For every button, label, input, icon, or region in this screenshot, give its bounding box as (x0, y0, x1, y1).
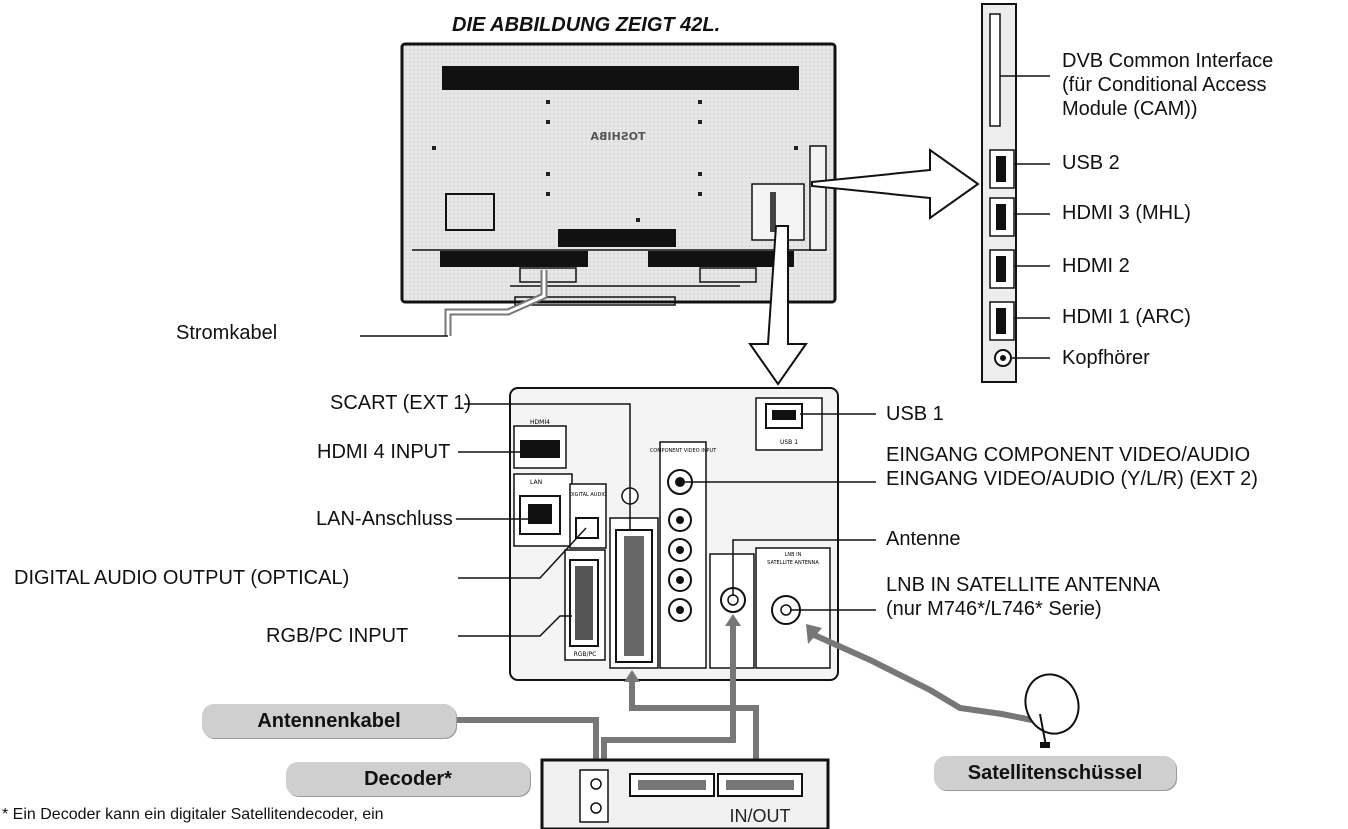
tv-brand-logo: TOSHIBA (590, 130, 645, 143)
decoder-inout-label: IN/OUT (730, 806, 791, 826)
label-hdmi4: HDMI 4 INPUT (317, 441, 451, 463)
label-usb1: USB 1 (886, 403, 944, 425)
side-panel-leaders (1000, 75, 1050, 359)
label-component-1: EINGANG COMPONENT VIDEO/AUDIO (886, 444, 1251, 466)
label-hdmi3: HDMI 3 (MHL) (1062, 202, 1191, 224)
rear-panel-leaders (456, 403, 876, 637)
port-text-component: COMPONENT VIDEO INPUT (650, 448, 717, 454)
label-dvb-ci-2: (für Conditional Access (1062, 74, 1267, 96)
cables-illustration (456, 614, 1080, 829)
arrow-to-rear-panel (748, 225, 808, 386)
diagram-title: DIE ABBILDUNG ZEIGT 42L. (452, 14, 721, 36)
label-dvb-ci-1: DVB Common Interface (1062, 50, 1274, 72)
side-panel-illustration (981, 3, 1017, 383)
port-text-rgb: RGB/PC (574, 651, 597, 658)
label-scart: SCART (EXT 1) (330, 392, 472, 414)
footnote: * Ein Decoder kann ein digitaler Satelli… (2, 806, 384, 823)
port-text-digital-audio: DIGITAL AUDIO (569, 492, 607, 498)
pill-decoder: Decoder* (286, 762, 530, 796)
rear-panel-illustration (509, 387, 839, 681)
arrow-to-side-panel (811, 148, 980, 220)
label-rgb-pc: RGB/PC INPUT (266, 625, 409, 647)
label-component-2: EINGANG VIDEO/AUDIO (Y/L/R) (EXT 2) (886, 468, 1258, 490)
label-hdmi2: HDMI 2 (1062, 255, 1130, 277)
pill-antennenkabel: Antennenkabel (202, 704, 456, 738)
label-power-cable: Stromkabel (176, 322, 278, 344)
label-lnb-2: (nur M746*/L746* Serie) (886, 598, 1102, 620)
port-text-usb1: USB 1 (780, 439, 798, 446)
label-dvb-ci-3: Module (CAM)) (1062, 98, 1198, 120)
label-hdmi1: HDMI 1 (ARC) (1062, 306, 1191, 328)
label-lnb-1: LNB IN SATELLITE ANTENNA (886, 574, 1161, 596)
label-usb2: USB 2 (1062, 152, 1120, 174)
port-text-hdmi4: HDMI4 (530, 419, 550, 426)
port-text-lnb-top: LNB IN (785, 552, 802, 558)
label-antenna: Antenne (886, 528, 961, 550)
port-text-lan: LAN (530, 479, 542, 486)
label-lan: LAN-Anschluss (316, 508, 453, 530)
port-text-lnb: SATELLITE ANTENNA (767, 560, 819, 566)
pill-satellitenschuessel: Satellitenschüssel (934, 756, 1176, 790)
label-optical: DIGITAL AUDIO OUTPUT (OPTICAL) (14, 567, 350, 589)
label-headphone: Kopfhörer (1062, 347, 1150, 369)
tv-back-illustration (360, 42, 837, 337)
